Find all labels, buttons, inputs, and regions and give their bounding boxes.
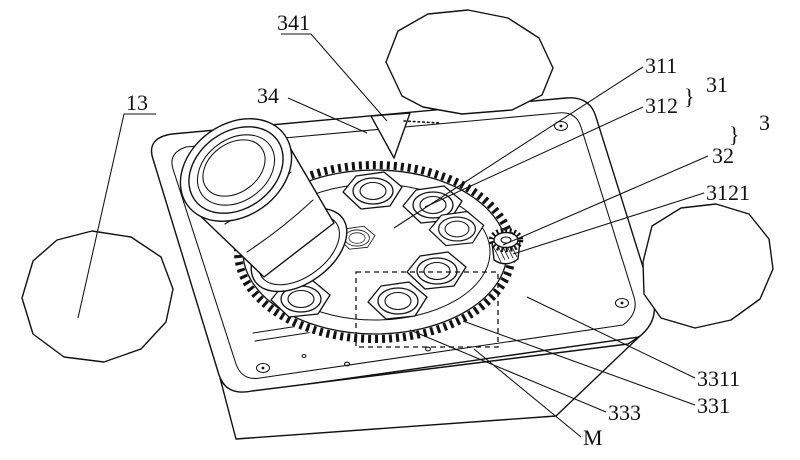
label-331: 331 xyxy=(697,393,730,418)
plate-side-wall xyxy=(219,335,641,440)
label-31: 31 xyxy=(706,72,728,97)
label-3311: 3311 xyxy=(697,366,740,391)
leader-312 xyxy=(424,106,644,208)
label-34: 34 xyxy=(257,83,279,108)
leader-311 xyxy=(393,66,644,229)
leader-32 xyxy=(502,155,709,246)
brace-31-icon: } xyxy=(684,84,695,109)
label-341: 341 xyxy=(277,10,310,35)
labels: 341 34 13 311 } 31 312 } 3 32 3121 3311 … xyxy=(126,10,770,450)
leader-3121 xyxy=(512,192,705,255)
corner-screw xyxy=(553,120,569,132)
region-marker-M xyxy=(355,271,499,348)
label-M: M xyxy=(583,425,603,450)
pinion-teeth-ring xyxy=(488,227,524,253)
pinion-top-face xyxy=(493,231,519,249)
label-3121: 3121 xyxy=(706,180,750,205)
leader-333 xyxy=(409,329,607,413)
lens-opening xyxy=(202,139,266,197)
label-32: 32 xyxy=(712,143,734,168)
blob-right xyxy=(642,203,774,329)
pointer-dotted-line xyxy=(403,120,441,124)
corner-screw xyxy=(614,297,630,309)
leader-M xyxy=(473,348,582,438)
label-13: 13 xyxy=(126,90,148,115)
plate-inner-rim xyxy=(171,112,636,379)
label-312: 312 xyxy=(645,93,678,118)
pinion-gear xyxy=(488,227,524,265)
leader-lines xyxy=(77,33,709,438)
leader-34 xyxy=(287,97,368,134)
pinion-shaft xyxy=(500,236,512,244)
leader-3311 xyxy=(526,296,696,379)
blob-top xyxy=(385,9,554,115)
lens-rim-ring xyxy=(188,126,284,214)
leader-341 xyxy=(281,33,388,122)
pointer-triangle xyxy=(370,112,411,159)
corner-screw xyxy=(255,362,271,374)
lens-rim-ring xyxy=(196,134,276,206)
index-pointer xyxy=(370,112,441,159)
leader-331 xyxy=(462,320,696,406)
lens-rim-ring xyxy=(179,118,293,222)
barrel-seam xyxy=(246,199,314,253)
leader-13 xyxy=(77,113,156,319)
label-333: 333 xyxy=(608,400,641,425)
blob-left xyxy=(21,230,174,363)
label-3: 3 xyxy=(759,110,770,135)
brace-3-icon: } xyxy=(729,122,740,147)
lens-barrel xyxy=(179,118,348,293)
label-311: 311 xyxy=(645,53,677,78)
